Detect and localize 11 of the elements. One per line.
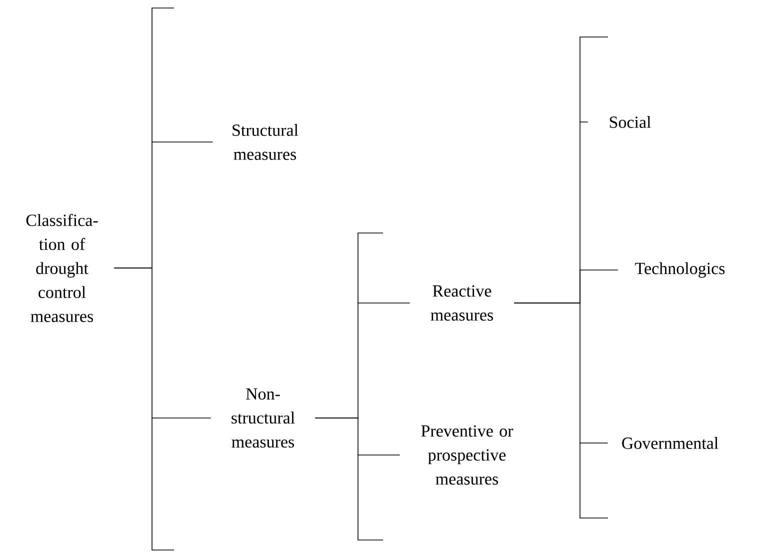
text-label: Structural measures <box>232 124 298 160</box>
text-label: Reactive measures <box>430 285 494 321</box>
text-label: Governmental <box>622 437 718 449</box>
bracket-line <box>514 302 608 444</box>
text-label: Technologics <box>635 262 725 278</box>
text-label: Non- structural measures <box>232 388 295 448</box>
text-label: Social <box>610 116 651 128</box>
text-label: Preventive or prospective measures <box>421 425 514 485</box>
bracket-line <box>314 418 400 456</box>
text-label: Classifica- tion of drought control measures <box>26 214 98 322</box>
bracket-line <box>114 268 212 418</box>
